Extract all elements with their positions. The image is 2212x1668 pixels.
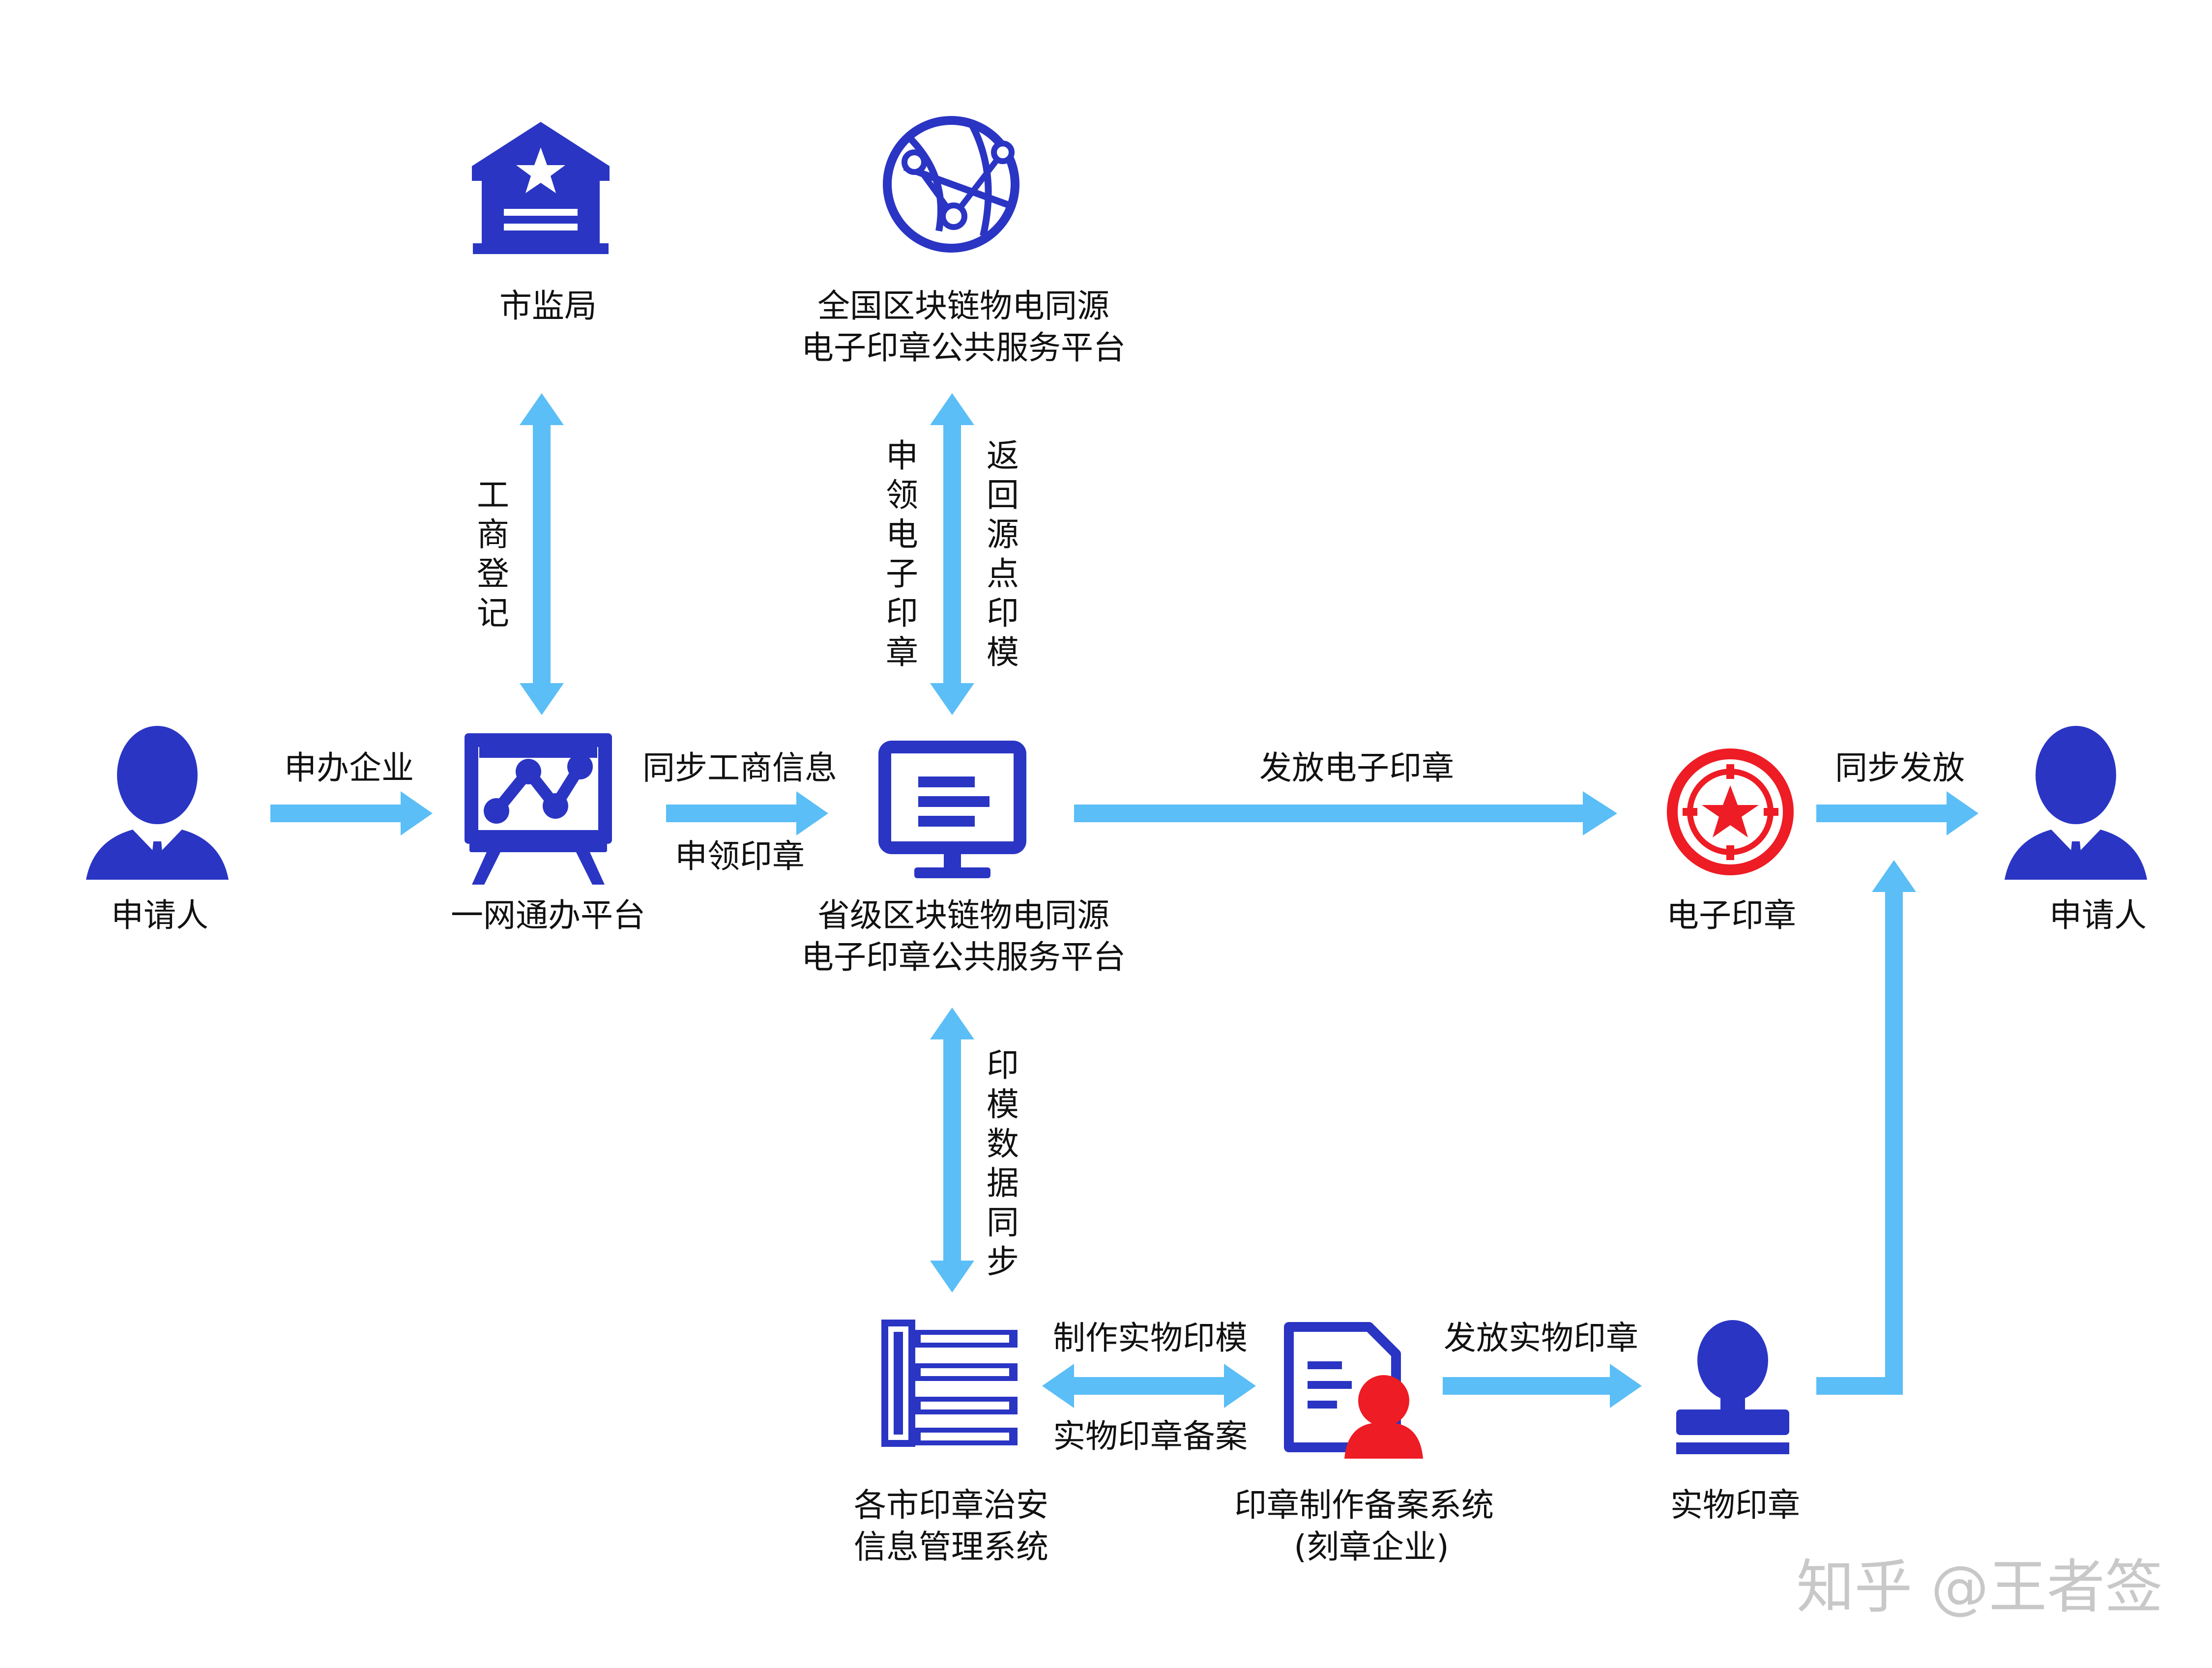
node-label-seal-making-system-line2: (刻章企业) [1294, 1528, 1449, 1566]
node-label-provincial-platform-line1: 省级区块链物电同源 [817, 896, 1109, 934]
edge-label-issue-physical-seal: 发放实物印章 [1444, 1319, 1638, 1357]
government-building-icon [472, 122, 610, 254]
edge-label-business-registration: 工商登记 [477, 476, 509, 632]
node-label-one-network-platform: 一网通办平台 [451, 896, 645, 934]
arrow-city-making-double [1042, 1364, 1256, 1408]
edge-label-sync-business-info: 同步工商信息 [642, 749, 837, 787]
node-label-national-platform-line2: 电子印章公共服务平台 [801, 329, 1126, 367]
globe-network-icon [883, 116, 1019, 253]
node-label-physical-seal: 实物印章 [1670, 1486, 1800, 1524]
arrow-applicant-to-platform [270, 791, 433, 835]
person-icon [2005, 726, 2147, 880]
node-label-national-platform-line1: 全国区块链物电同源 [817, 287, 1109, 325]
presentation-chart-icon [465, 733, 612, 885]
arrow-bureau-platform-double [520, 393, 564, 715]
server-rack-icon [881, 1320, 1018, 1447]
edge-label-issue-e-seal: 发放电子印章 [1259, 749, 1454, 787]
arrow-platform-to-provincial [666, 791, 828, 835]
red-seal-icon [1667, 748, 1794, 875]
node-label-electronic-seal: 电子印章 [1666, 896, 1796, 934]
arrow-provincial-city-double [930, 1007, 974, 1293]
node-label-applicant-left: 申请人 [111, 896, 208, 934]
node-label-provincial-platform-line2: 电子印章公共服务平台 [801, 938, 1126, 976]
arrow-making-to-physical [1443, 1364, 1642, 1408]
arrow-eseal-to-applicant [1816, 791, 1979, 835]
node-label-city-seal-system-line2: 信息管理系统 [854, 1528, 1048, 1566]
node-label-city-seal-system-line1: 各市印章治安 [854, 1486, 1048, 1524]
watermark: 知乎 @王者签 [1796, 1553, 2163, 1621]
arrow-national-provincial-double [930, 393, 974, 715]
edge-label-make-physical-mold: 制作实物印模 [1053, 1319, 1248, 1357]
monitor-icon [878, 741, 1026, 878]
edge-label-apply-seal: 申领印章 [675, 837, 805, 875]
stamp-icon [1676, 1320, 1789, 1454]
edge-label-sync-issue: 同步发放 [1835, 749, 1965, 787]
person-icon [86, 726, 229, 880]
edge-label-physical-seal-filing: 实物印章备案 [1053, 1417, 1248, 1455]
node-label-seal-making-system-line1: 印章制作备案系统 [1234, 1486, 1494, 1524]
arrow-physical-to-applicant-elbow [1816, 860, 1916, 1395]
edge-label-return-source-mold: 返回源点印模 [987, 437, 1019, 671]
edge-label-apply-e-seal: 申领电子印章 [886, 437, 918, 671]
document-user-icon [1284, 1322, 1423, 1459]
node-label-applicant-right: 申请人 [2049, 896, 2147, 934]
arrow-provincial-to-eseal [1074, 791, 1617, 835]
node-label-market-bureau: 市监局 [499, 287, 597, 325]
edge-label-mold-data-sync: 印模数据同步 [987, 1046, 1019, 1281]
edge-label-apply-enterprise: 申办企业 [284, 749, 414, 787]
